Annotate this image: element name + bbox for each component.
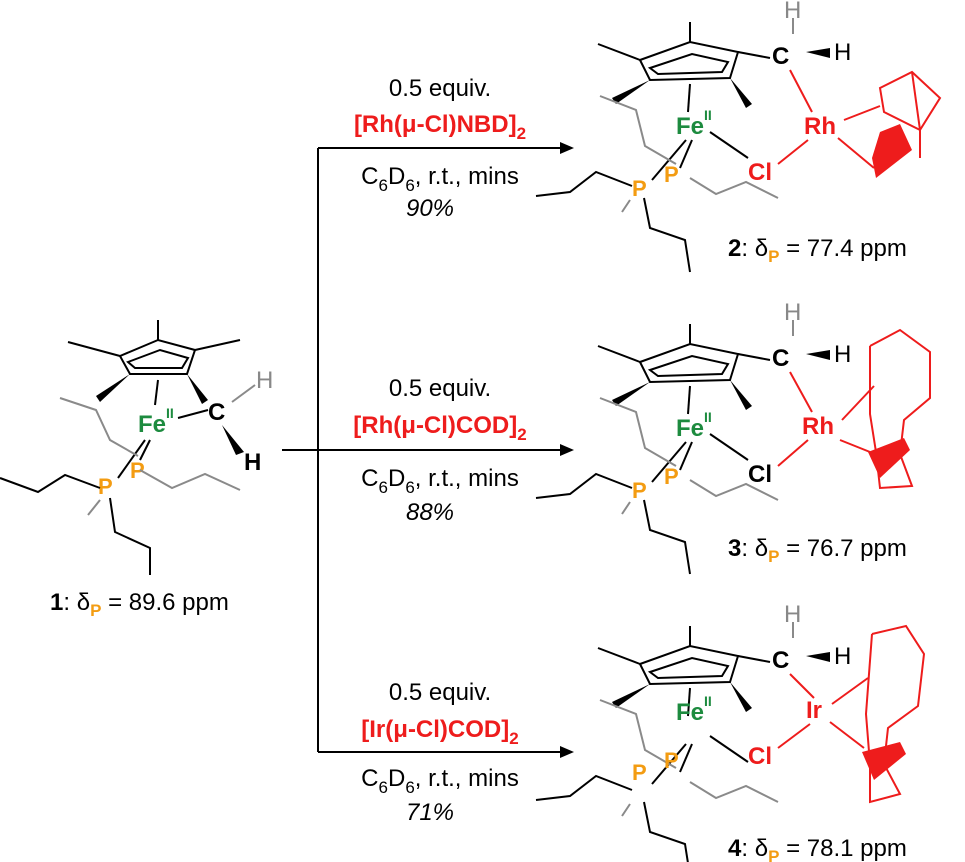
- svg-text:C6D6, r.t., mins: C6D6, r.t., mins: [361, 163, 519, 195]
- fe-atom: Fe: [676, 415, 704, 442]
- p-atom: P: [664, 748, 679, 773]
- h-atom: H: [244, 449, 261, 476]
- compound-3-label: 3: δP = 76.7 ppm: [728, 535, 907, 566]
- p-atom: P: [632, 478, 647, 503]
- fe-atom: Fe: [138, 411, 166, 438]
- svg-text:1: δP = 89.6 ppm: 1: δP = 89.6 ppm: [50, 589, 229, 620]
- cp-ring-back: [126, 348, 190, 369]
- fe-oxidation-state: II: [166, 405, 174, 421]
- h-atom-grey: H: [256, 367, 273, 394]
- compound-2-label: 2: δP = 77.4 ppm: [728, 235, 907, 266]
- h-atom: H: [834, 39, 851, 66]
- rh-atom: Rh: [802, 413, 834, 440]
- reaction-arrows: [282, 142, 574, 758]
- cp-ring: [118, 338, 197, 375]
- conditions-3: 0.5 equiv. [Ir(μ-Cl)COD]2 C6D6, r.t., mi…: [361, 679, 519, 826]
- shift-value: = 89.6 ppm: [108, 589, 229, 616]
- compound-1-label: 1: δP = 89.6 ppm: [50, 589, 229, 620]
- ir-atom: Ir: [806, 697, 822, 724]
- svg-text:88%: 88%: [406, 499, 454, 526]
- svg-text:4: δP = 78.1 ppm: 4: δP = 78.1 ppm: [728, 835, 907, 862]
- cl-atom: Cl: [748, 743, 772, 770]
- c-atom: C: [208, 399, 225, 426]
- compound-4-structure: Fe II C H H P P Cl Ir: [535, 601, 926, 862]
- p-atom: P: [632, 760, 647, 785]
- svg-text:2: δP = 77.4 ppm: 2: δP = 77.4 ppm: [728, 235, 907, 266]
- compound-1-structure: Fe II C H H P P: [0, 320, 273, 575]
- compound-number: 1: [50, 589, 63, 616]
- conditions-1: 0.5 equiv. [Rh(μ-Cl)NBD]2 C6D6, r.t., mi…: [354, 75, 526, 222]
- svg-text:90%: 90%: [406, 195, 454, 222]
- compound-3-structure: Fe II C H H P P Cl Rh: [535, 299, 931, 575]
- svg-text:[Ir(μ-Cl)COD]2: [Ir(μ-Cl)COD]2: [361, 716, 518, 748]
- p-atom: P: [632, 176, 647, 201]
- c-atom: C: [772, 43, 789, 70]
- conditions-2: 0.5 equiv. [Rh(μ-Cl)COD]2 C6D6, r.t., mi…: [353, 375, 526, 526]
- svg-text:0.5 equiv.: 0.5 equiv.: [389, 375, 491, 402]
- delta-symbol: δ: [77, 589, 90, 616]
- h-atom: H: [834, 643, 851, 670]
- rh-atom: Rh: [804, 113, 836, 140]
- fe-oxidation-state: II: [704, 107, 712, 123]
- cl-atom: Cl: [748, 461, 772, 488]
- c-atom: C: [772, 345, 789, 372]
- fe-atom: Fe: [676, 113, 704, 140]
- wedge: [187, 374, 208, 404]
- p-atom: P: [98, 474, 113, 499]
- h-atom-grey: H: [784, 601, 801, 628]
- compound-4-label: 4: δP = 78.1 ppm: [728, 835, 907, 862]
- fe-atom: Fe: [676, 699, 704, 726]
- svg-text:0.5 equiv.: 0.5 equiv.: [389, 679, 491, 706]
- svg-text:[Rh(μ-Cl)NBD]2: [Rh(μ-Cl)NBD]2: [354, 111, 526, 143]
- p-atom: P: [130, 458, 145, 483]
- svg-text:71%: 71%: [406, 799, 454, 826]
- cl-atom: Cl: [748, 159, 772, 186]
- p-atom: P: [664, 464, 679, 489]
- compound-2-structure: Fe II C H H P P Cl Rh: [535, 0, 942, 273]
- p-atom: P: [664, 162, 679, 187]
- svg-text:C6D6, r.t., mins: C6D6, r.t., mins: [361, 465, 519, 497]
- h-atom: H: [834, 341, 851, 368]
- h-atom-grey: H: [784, 299, 801, 326]
- c-atom: C: [772, 647, 789, 674]
- svg-text:[Rh(μ-Cl)COD]2: [Rh(μ-Cl)COD]2: [353, 412, 526, 444]
- h-atom-grey: H: [784, 0, 801, 24]
- wedge: [96, 374, 130, 402]
- fe-oxidation-state: II: [704, 409, 712, 425]
- fe-oxidation-state: II: [704, 693, 712, 709]
- svg-text:C6D6, r.t., mins: C6D6, r.t., mins: [361, 765, 519, 797]
- svg-text:0.5 equiv.: 0.5 equiv.: [389, 75, 491, 102]
- svg-text:3: δP = 76.7 ppm: 3: δP = 76.7 ppm: [728, 535, 907, 566]
